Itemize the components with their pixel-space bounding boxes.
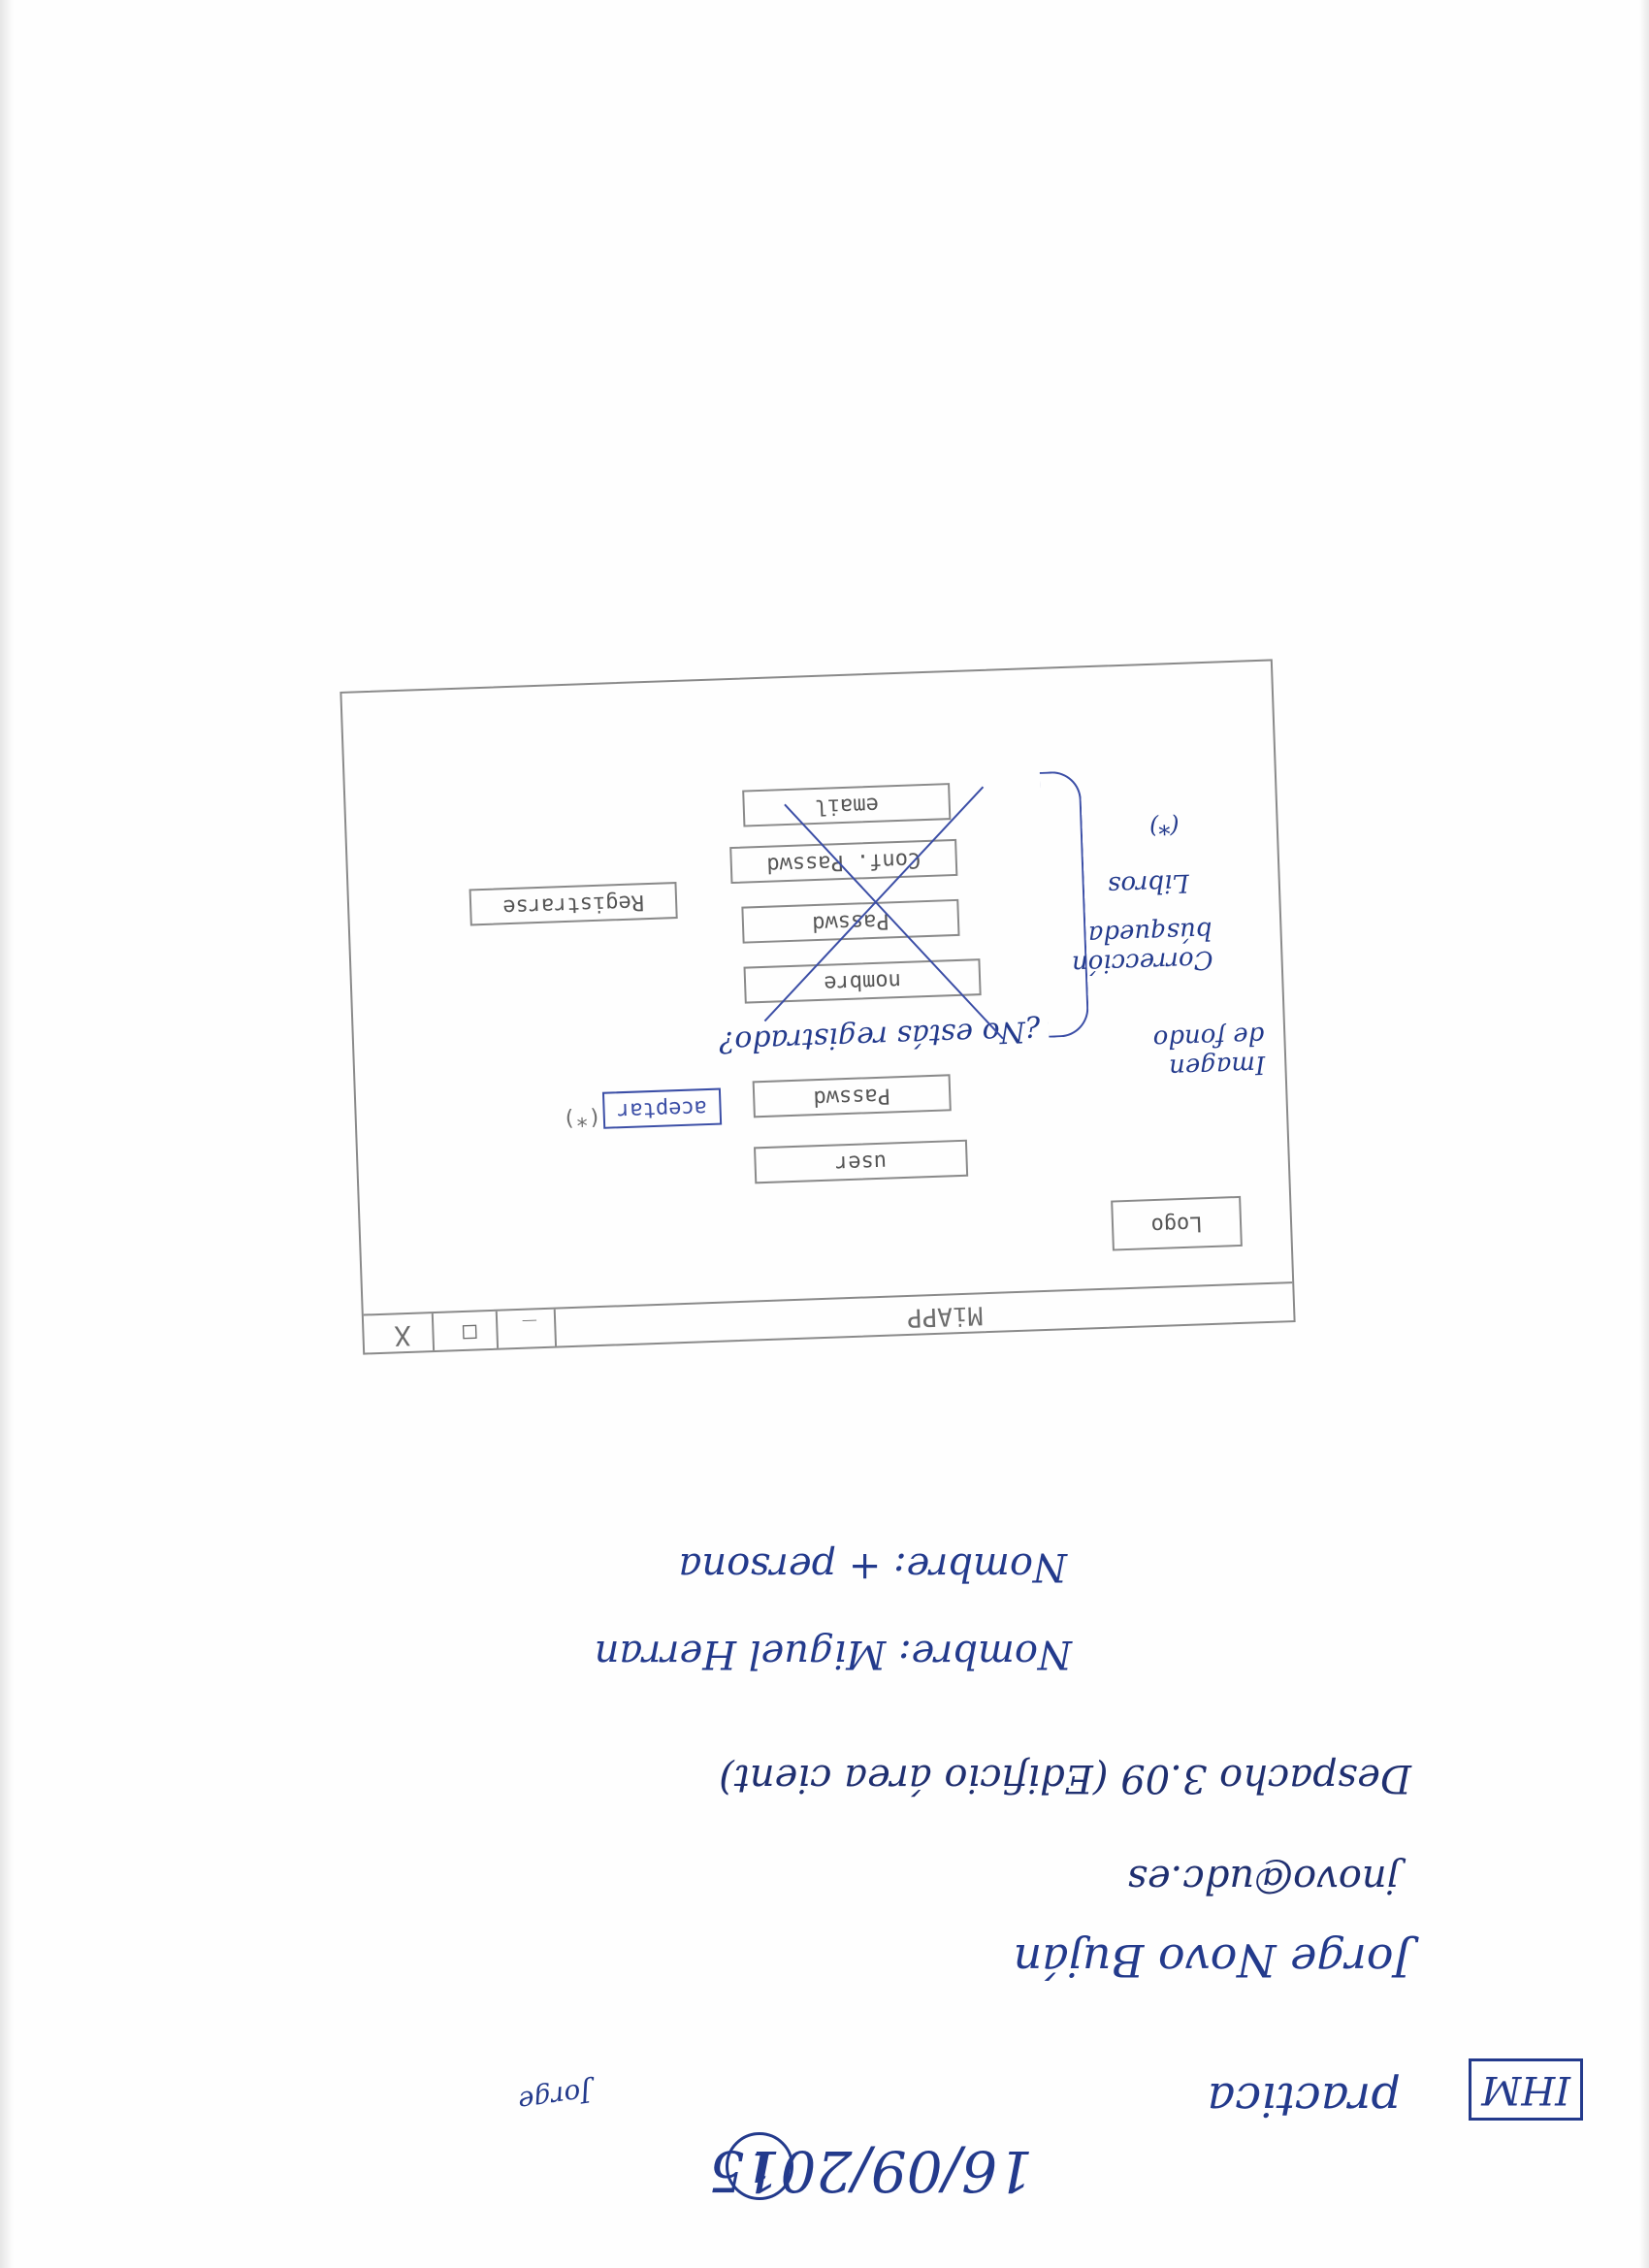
signature-stamp: Jorge [516, 2076, 594, 2118]
page-number-value: 1 [747, 2144, 772, 2188]
close-box: X [363, 1313, 436, 1353]
sketch-reg-email: email [742, 783, 952, 827]
page-number: 1 [726, 2132, 793, 2200]
sketch-reg-passwd: Passwd [741, 898, 960, 944]
sketch-accept-text: aceptar [616, 1095, 708, 1123]
sketch-note-correction: Corrección búsqueda [1071, 915, 1214, 979]
office-text: Despacho 3.09 (Edificio área cient) [719, 1756, 1411, 1800]
doc-type-text: practica [1207, 2072, 1401, 2126]
sketch-accept-mark: (*) [562, 1104, 602, 1131]
maximize-glyph: □ [462, 1319, 478, 1347]
sketch-brace [1039, 770, 1090, 1038]
sketch-not-registered: ¿No estás registrado? [718, 1013, 1042, 1059]
sketch-window-title: MiAPP [906, 1300, 984, 1332]
subject-text: IHM [1481, 2067, 1570, 2112]
sketch-reg-passwd-text: Passwd [811, 908, 890, 936]
signature-text: Jorge [516, 2075, 594, 2119]
sketch-note-mark: (*) [1148, 811, 1180, 840]
maximize-box: □ [431, 1311, 500, 1351]
sketch-accept-button: aceptar [601, 1087, 723, 1129]
close-glyph: X [394, 1318, 412, 1352]
sketch-reg-conf-passwd: Conf. Passwd [729, 838, 958, 885]
student-name-2: Nombre: + persona [678, 1544, 1067, 1589]
author-email: jnovo@udc.es [1127, 1857, 1399, 1901]
scan-edge-right [1639, 0, 1649, 2268]
scan-edge-left [0, 0, 14, 2268]
sketch-reg-email-text: email [814, 792, 880, 819]
sketch-password-field: Passwd [752, 1074, 952, 1118]
minimize-box: _ [495, 1309, 558, 1348]
sketch-reg-conf-text: Conf. Passwd [765, 847, 922, 877]
sketch-logo-text: Logo [1150, 1211, 1203, 1238]
subject-label: IHM [1469, 2058, 1583, 2121]
sketch-register-button: Registrarse [469, 882, 678, 926]
sketch-logo: Logo [1111, 1195, 1243, 1251]
sketch-note-background: Imagen de fondo [1152, 1020, 1266, 1083]
sketch-user-text: user [834, 1149, 888, 1176]
sketch-reg-name: nombre [743, 958, 982, 1004]
sketch-user-field: user [753, 1139, 969, 1184]
sketch-password-text: Passwd [813, 1083, 891, 1111]
minimize-glyph: _ [522, 1319, 538, 1347]
ui-sketch-window: MiAPP _ □ X Logo user Passwd [340, 659, 1296, 1355]
sketch-register-text: Registrarse [501, 890, 645, 920]
student-name-1: Nombre: Miguel Herran [594, 1632, 1072, 1676]
sketch-note-books: Libros [1107, 867, 1190, 900]
author-name: Jorge Novo Buján [1013, 1934, 1411, 1987]
sketch-titlebar: MiAPP _ □ X [363, 1281, 1294, 1353]
sketch-reg-name-text: nombre [823, 967, 902, 995]
